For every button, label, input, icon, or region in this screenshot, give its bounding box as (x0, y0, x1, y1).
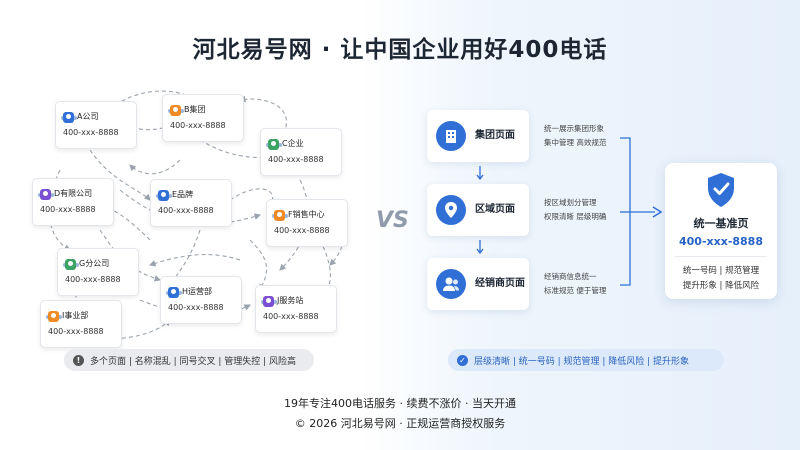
page-card-j: J服务站 400-xxx-8888 (255, 285, 337, 333)
page-card-c: C企业 400-xxx-8888 (260, 128, 342, 176)
user-icon (40, 189, 51, 200)
user-icon (65, 259, 76, 270)
user-icon (268, 139, 279, 150)
page-card-f: F销售中心 400-xxx-8888 (266, 199, 348, 247)
page-card-e: E品牌 400-xxx-8888 (150, 179, 232, 227)
arrow-down-icon (476, 240, 484, 254)
user-icon (263, 296, 274, 307)
group-page-card: 集团页面 (427, 110, 529, 162)
location-pin-icon (436, 195, 466, 225)
page-card-d: D有限公司 400-xxx-8888 (32, 178, 114, 226)
page-card-g: G分公司 400-xxx-8888 (57, 248, 139, 296)
problems-summary-pill: ! 多个页面 | 名称混乱 | 同号交叉 | 管理失控 | 风险高 (64, 349, 314, 371)
copyright: © 2026 河北易号网 · 正规运营商授权服务 (294, 417, 506, 430)
service-tagline: 19年专注400电话服务 · 续费不涨价 · 当天开通 (284, 397, 516, 410)
page-card-i: I事业部 400-xxx-8888 (40, 300, 122, 348)
page-card-h: H运营部 400-xxx-8888 (160, 276, 242, 324)
region-page-card: 区域页面 (427, 184, 529, 236)
divider (675, 256, 767, 257)
arrow-down-icon (476, 166, 484, 180)
alert-icon: ! (73, 354, 84, 366)
user-icon (274, 210, 285, 221)
dealer-page-description: 经销商信息统一 标准规范 便于管理 (544, 272, 607, 295)
building-icon (436, 121, 466, 151)
shield-check-icon (708, 173, 734, 207)
versus-label: VS (376, 208, 409, 233)
people-icon (436, 269, 466, 299)
region-page-description: 按区域划分管理 权限清晰 层级明确 (544, 198, 607, 221)
page-card-b: B集团 400-xxx-8888 (162, 94, 244, 142)
group-page-description: 统一展示集团形象 集中管理 高效规范 (544, 124, 607, 147)
user-icon (170, 105, 181, 116)
benefits-summary-pill: ✓ 层级清晰 | 统一号码 | 规范管理 | 降低风险 | 提升形象 (448, 349, 724, 371)
user-icon (168, 287, 179, 298)
page-card-a: A公司 400-xxx-8888 (55, 101, 137, 149)
user-icon (158, 190, 169, 201)
user-icon (48, 311, 59, 322)
check-circle-icon: ✓ (457, 354, 468, 366)
building-icon (63, 112, 74, 123)
page-title: 河北易号网 · 让中国企业用好400电话 (192, 37, 608, 63)
dealer-page-card: 经销商页面 (427, 258, 529, 310)
unified-standard-page-card: 统一基准页 400-xxx-8888 统一号码 | 规范管理 提升形象 | 降低… (665, 163, 777, 299)
